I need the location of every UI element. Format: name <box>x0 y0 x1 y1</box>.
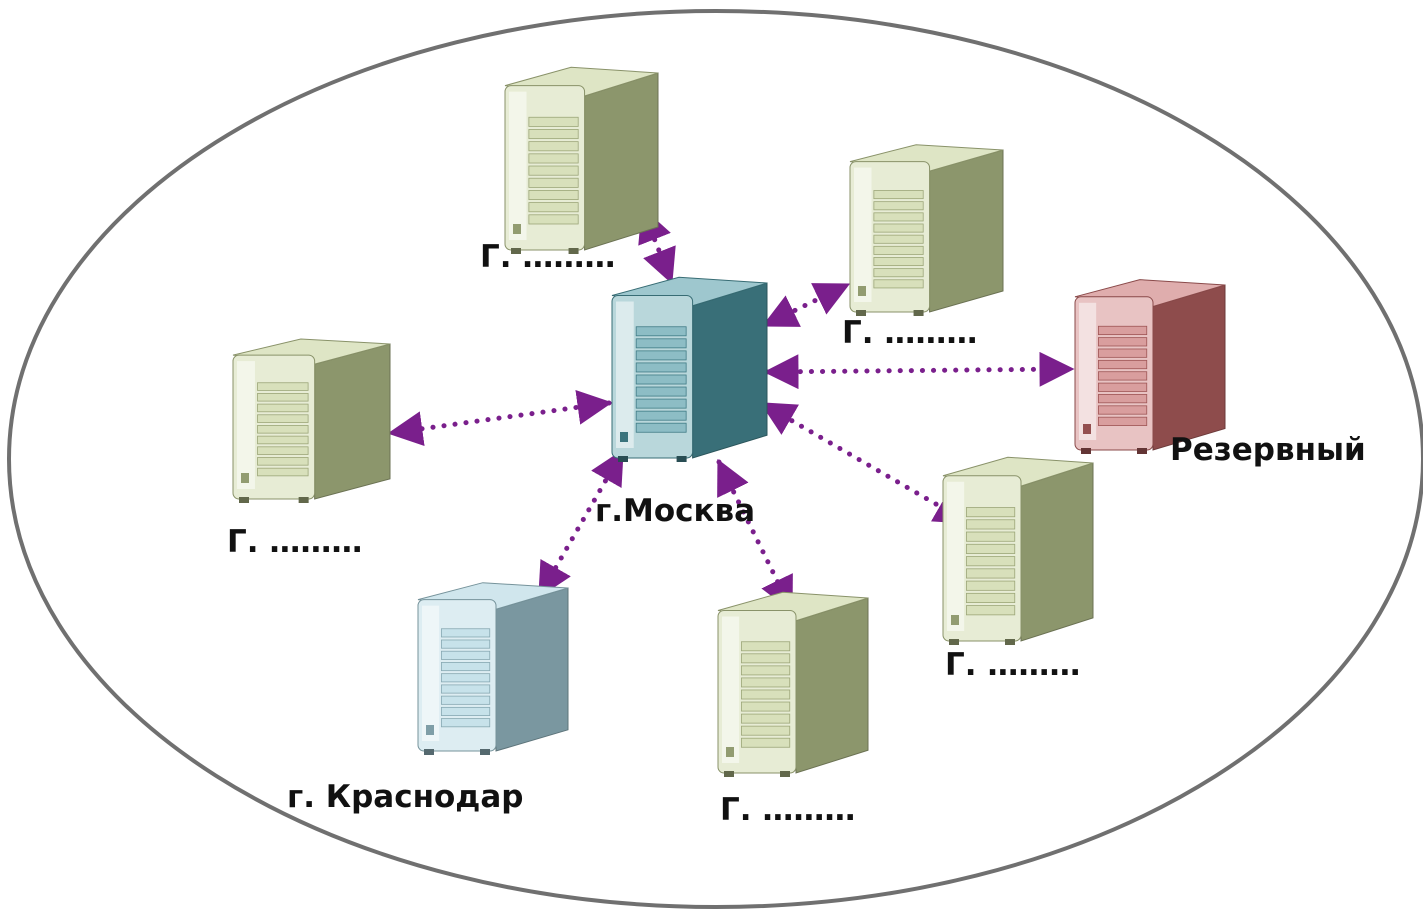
label-upper-right: Г. ……… <box>842 315 978 351</box>
server-icon <box>232 338 391 503</box>
links-layer <box>387 206 1075 613</box>
server-icon <box>717 591 869 777</box>
link-moscow-upper-right <box>761 282 851 328</box>
link-moscow-bottom <box>716 458 794 613</box>
servers-layer <box>232 66 1226 777</box>
server-icon <box>417 582 569 755</box>
label-krasnodar: г. Краснодар <box>287 779 524 815</box>
label-backup: Резервный <box>1170 432 1366 468</box>
server-icon <box>611 276 768 462</box>
server-icon <box>504 66 659 254</box>
server-icon <box>1074 279 1226 454</box>
label-bottom: Г. ……… <box>720 792 856 828</box>
link-moscow-backup <box>763 351 1075 390</box>
link-moscow-top <box>638 206 676 285</box>
label-moscow: г.Москва <box>595 493 756 529</box>
label-left: Г. ……… <box>227 524 363 560</box>
link-moscow-right <box>759 401 971 525</box>
server-icon <box>849 144 1004 316</box>
server-icon <box>942 456 1094 645</box>
network-boundary-ellipse <box>7 9 1423 909</box>
label-top: Г. ……… <box>480 239 616 275</box>
link-moscow-left <box>387 389 613 447</box>
label-right: Г. ……… <box>945 647 1081 683</box>
